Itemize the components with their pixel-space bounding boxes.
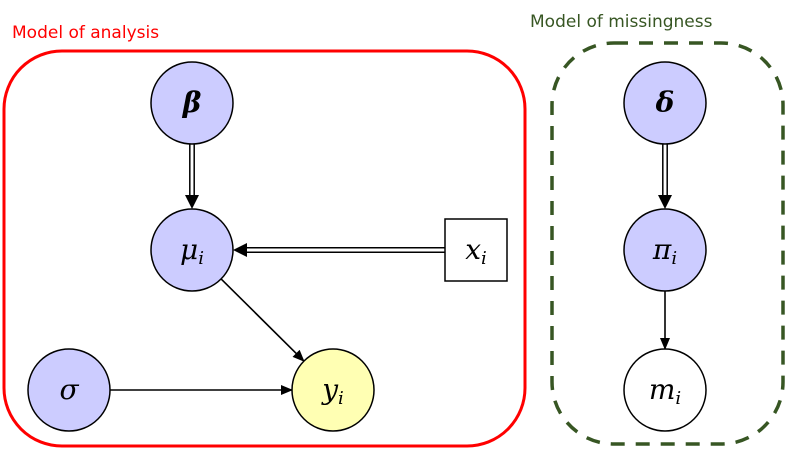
node-circle xyxy=(623,348,707,432)
node-label: πi xyxy=(652,233,677,269)
node-label: xi xyxy=(465,233,487,269)
node-circle xyxy=(150,61,234,145)
node-x: xi xyxy=(444,218,508,282)
node-circle xyxy=(27,348,111,432)
node-circle xyxy=(291,348,375,432)
node-label: μi xyxy=(180,233,204,269)
node-square xyxy=(444,218,508,282)
node-beta: β xyxy=(150,61,234,145)
node-y: yi xyxy=(291,348,375,432)
arrowhead-icon xyxy=(658,195,672,209)
analysis-title: Model of analysis xyxy=(12,23,159,43)
missingness-box xyxy=(550,41,785,446)
missingness-title: Model of missingness xyxy=(530,12,713,32)
edge-beta-to-mu xyxy=(185,144,199,209)
missingness-group: Model of missingness xyxy=(530,12,785,446)
analysis-group: Model of analysis xyxy=(2,23,527,448)
node-circle xyxy=(623,208,707,292)
node-circle xyxy=(623,61,707,145)
edge-line xyxy=(220,278,305,362)
analysis-box xyxy=(2,49,527,448)
edge-mu-to-y xyxy=(220,278,305,362)
arrowhead-icon xyxy=(185,195,199,209)
node-circle xyxy=(150,208,234,292)
node-label: δ xyxy=(655,86,675,119)
node-label: β xyxy=(182,86,202,119)
node-pi: πi xyxy=(623,208,707,292)
arrowhead-icon xyxy=(233,243,247,257)
node-delta: δ xyxy=(623,61,707,145)
node-label: mi xyxy=(649,373,681,409)
node-sigma: σ xyxy=(27,348,111,432)
node-label: yi xyxy=(320,373,344,409)
node-mu: μi xyxy=(150,208,234,292)
nodes: β μi xi σ yi δ πi mi xyxy=(27,61,707,432)
edges xyxy=(110,144,672,395)
edge-delta-to-pi xyxy=(658,144,672,209)
node-label: σ xyxy=(59,373,79,406)
edge-x-to-mu xyxy=(233,243,445,257)
node-m: mi xyxy=(623,348,707,432)
